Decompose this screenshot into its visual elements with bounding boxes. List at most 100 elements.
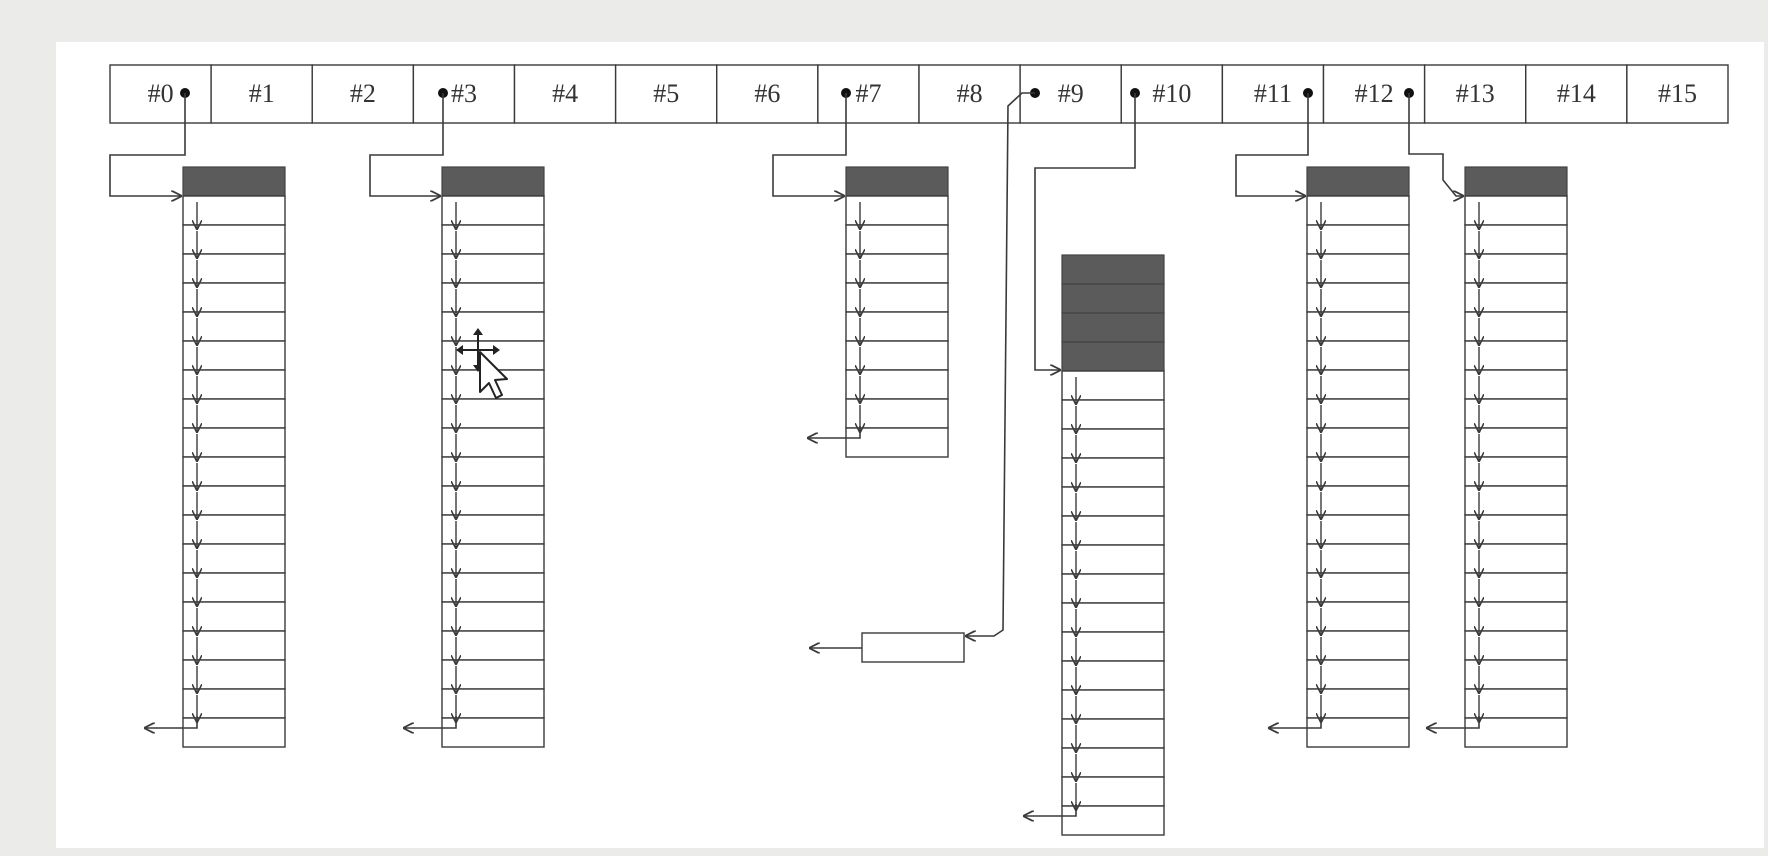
block-data-row (182, 398, 286, 429)
block-data-row (441, 427, 545, 458)
block-data-row (1061, 486, 1165, 517)
slot-cell: #6 (716, 64, 819, 124)
block-data-row (441, 456, 545, 487)
block-data-row (845, 340, 949, 371)
block-data-row (441, 195, 545, 226)
small-block-row (861, 632, 965, 663)
block-data-row (1306, 485, 1410, 516)
block-data-row (845, 427, 949, 458)
slot-link (369, 93, 444, 196)
block-data-row (182, 427, 286, 458)
block-data-row (845, 398, 949, 429)
block-header-row (845, 166, 949, 197)
block-data-row (1306, 572, 1410, 603)
block-data-row (1464, 630, 1568, 661)
block-data-row (441, 659, 545, 690)
block-data-row (1061, 718, 1165, 749)
block-header-row (1464, 166, 1568, 197)
slot-box (513, 64, 617, 124)
blocks-layer (145, 166, 1568, 836)
slot-row: #0#1#2#3#4#5#6#7#8#9#10#11#12#13#14#15 (109, 64, 1729, 124)
block-data-row (1464, 224, 1568, 255)
block-data-row (441, 253, 545, 284)
block-data-row (1306, 253, 1410, 284)
block-data-row (1464, 253, 1568, 284)
block-data-row (182, 630, 286, 661)
block-data-row (441, 601, 545, 632)
memory-block (808, 166, 949, 458)
slot-label: #3 (451, 79, 477, 108)
slot-box (109, 64, 212, 124)
slot-label: #9 (1058, 79, 1084, 108)
slot-label: #13 (1456, 79, 1495, 108)
block-data-row (182, 311, 286, 342)
block-data-row (1464, 659, 1568, 690)
block-data-row (1061, 602, 1165, 633)
block-data-row (1464, 340, 1568, 371)
memory-block (1427, 166, 1568, 748)
block-data-row (182, 601, 286, 632)
block-data-row (845, 282, 949, 313)
block-data-row (182, 224, 286, 255)
block-data-row (845, 253, 949, 284)
slot-label: #10 (1152, 79, 1191, 108)
move-arrow-cursor-icon (456, 328, 508, 399)
slot-cell: #1 (210, 64, 313, 124)
block-data-row (1464, 543, 1568, 574)
block-data-row (1464, 311, 1568, 342)
slot-label: #6 (754, 79, 780, 108)
block-data-row (1306, 224, 1410, 255)
exit-arrow (145, 716, 198, 728)
block-data-row (1061, 370, 1165, 401)
slot-cell: #7 (817, 64, 920, 124)
block-data-row (1061, 428, 1165, 459)
block-data-row (1464, 572, 1568, 603)
slot-cell: #2 (311, 64, 415, 124)
exit-arrow (1024, 804, 1077, 816)
slot-box (1525, 64, 1628, 124)
block-data-row (1061, 689, 1165, 720)
slot-cell: #3 (412, 64, 516, 124)
block-header-row (1306, 166, 1410, 197)
block-data-row (182, 688, 286, 719)
block-data-row (1306, 282, 1410, 313)
block-data-row (1061, 544, 1165, 575)
block-data-row (1306, 543, 1410, 574)
block-data-row (1464, 717, 1568, 748)
block-data-row (1306, 688, 1410, 719)
block-data-row (441, 572, 545, 603)
block-header-row (441, 166, 545, 197)
small-block (810, 632, 965, 663)
block-data-row (1061, 660, 1165, 691)
slot-label: #5 (653, 79, 679, 108)
block-data-row (182, 485, 286, 516)
slot-label: #2 (350, 79, 376, 108)
block-data-row (845, 311, 949, 342)
block-data-row (1464, 688, 1568, 719)
block-data-row (1306, 456, 1410, 487)
block-data-row (1306, 601, 1410, 632)
block-data-row (1061, 631, 1165, 662)
block-data-row (441, 688, 545, 719)
exit-arrow (1427, 716, 1480, 728)
block-data-row (182, 543, 286, 574)
block-data-row (182, 456, 286, 487)
block-data-row (441, 543, 545, 574)
slot-box (412, 64, 516, 124)
slot-label: #1 (249, 79, 275, 108)
block-data-row (1306, 659, 1410, 690)
block-data-row (182, 717, 286, 748)
slot-label: #4 (552, 79, 578, 108)
block-header-row (1061, 312, 1165, 343)
slot-box (311, 64, 415, 124)
slot-cell: #15 (1626, 64, 1729, 124)
block-data-row (1306, 311, 1410, 342)
block-data-row (1061, 399, 1165, 430)
block-header-row (182, 166, 286, 197)
block-header-row (1061, 254, 1165, 285)
block-data-row (441, 224, 545, 255)
block-data-row (1464, 369, 1568, 400)
block-data-row (1464, 601, 1568, 632)
slot-box (1423, 64, 1527, 124)
